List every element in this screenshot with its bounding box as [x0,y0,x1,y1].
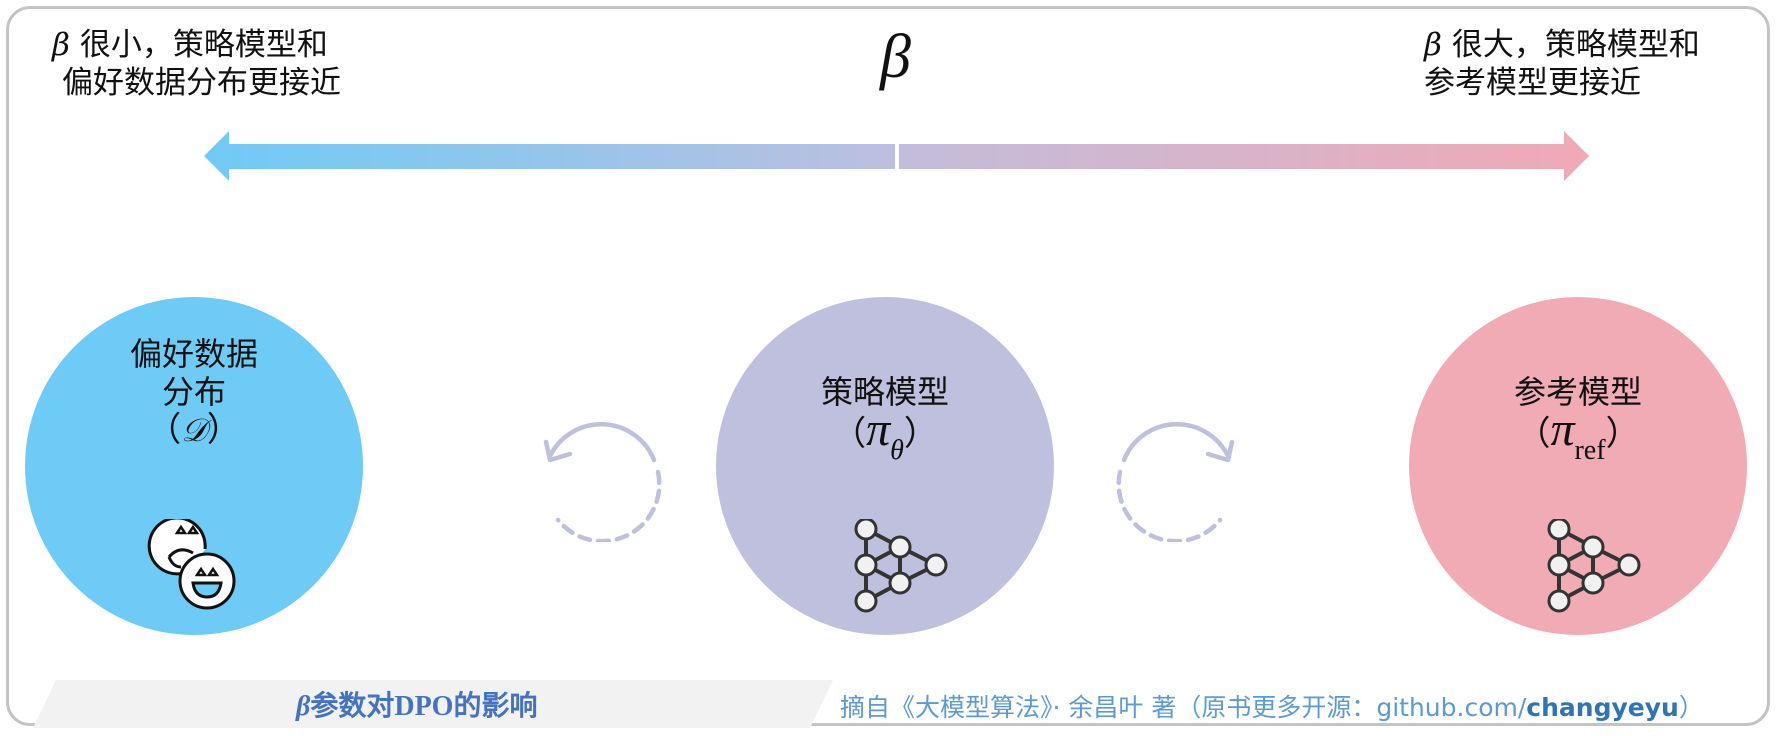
caption-text: 参数对DPO的影响 [310,691,538,722]
clockwise-cycle-icon [1116,422,1235,542]
large-beta-line1: 很大，策略模型和 [1451,27,1700,63]
reference-model-label: 参考模型 （πref） [1409,373,1747,466]
beta-title: β [880,23,911,91]
preference-data-label: 偏好数据 分布 （𝒟） [25,335,363,449]
reference-model-circle: 参考模型 （πref） [1409,297,1747,635]
preference-data-circle: 偏好数据 分布 （𝒟） [25,297,363,635]
right-arrow-half [899,131,1589,181]
neural-network-icon [854,519,948,613]
label-line1: 偏好数据 [129,335,258,373]
figure-caption: β参数对DPO的影响 [296,684,596,724]
policy-model-label: 策略模型 （πθ） [716,373,1054,466]
counterclockwise-cycle-icon [543,422,662,542]
neural-network-icon [1547,519,1641,613]
label-line2: 分布 [161,373,226,411]
paren-open: （ [832,416,867,453]
source-attribution: 摘自《大模型算法》· 余昌叶 著（原书更多开源：github.com/chang… [840,688,1704,724]
paren-close: ） [1605,416,1640,453]
beta-symbol: β [296,691,311,722]
policy-model-circle: 策略模型 （πθ） [716,297,1054,635]
pi-symbol: π [866,403,891,456]
source-suffix: ） [1678,693,1704,722]
left-arrow-half [204,131,895,181]
large-beta-line2: 参考模型更接近 [1424,65,1641,101]
paren-close: ） [903,416,938,453]
paren-open: （ [147,410,182,450]
beta-symbol: β [1424,27,1442,63]
github-username: changyeyu [1526,693,1679,722]
pi-symbol: π [1550,403,1575,456]
ref-subscript: ref [1574,435,1606,466]
smiley-faces-icon [147,519,236,610]
beta-symbol: β [52,27,70,63]
paren-close: ） [206,410,241,450]
source-prefix: 摘自《大模型算法》· 余昌叶 著（原书更多开源：github.com/ [840,693,1527,722]
dataset-symbol: 𝒟 [181,412,207,448]
small-beta-line2: 偏好数据分布更接近 [62,65,341,101]
theta-subscript: θ [890,435,904,466]
small-beta-line1: 很小，策略模型和 [79,27,328,63]
paren-open: （ [1516,416,1551,453]
label-line1: 策略模型 [820,373,949,411]
label-line1: 参考模型 [1513,373,1642,411]
